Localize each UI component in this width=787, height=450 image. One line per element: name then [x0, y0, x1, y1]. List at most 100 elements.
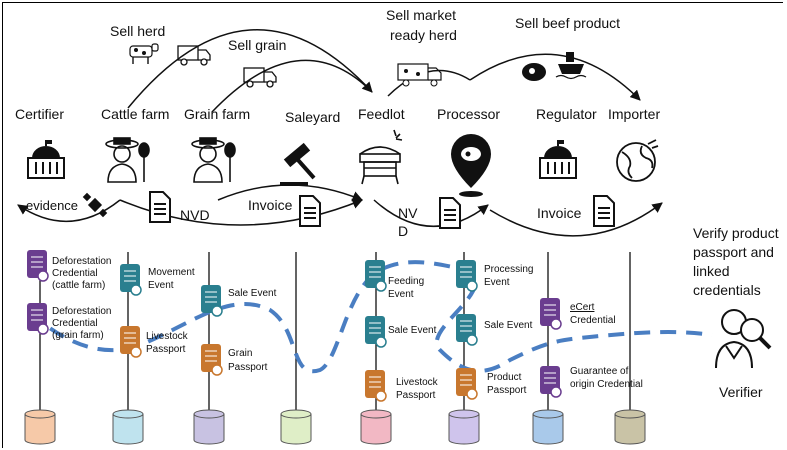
- actor-regulator: Regulator: [536, 106, 597, 122]
- verifier-caption-2: passport and: [693, 244, 774, 260]
- credential-doc-icon: [540, 298, 562, 330]
- location-pin-icon: [451, 134, 491, 197]
- cred-deforestation-grain-2: Credential: [52, 318, 98, 329]
- sell-market-arc: [387, 69, 471, 97]
- verifier-label: Verifier: [719, 384, 763, 400]
- truck-icon: [243, 67, 277, 88]
- actor-processor: Processor: [437, 106, 500, 122]
- cred-livestock-feedlot-1: Livestock: [396, 377, 439, 388]
- meat-icon: [522, 63, 546, 81]
- database-icon: [24, 409, 56, 445]
- document-icon: [593, 195, 615, 227]
- credential-doc-icon: [120, 264, 142, 296]
- sell-herd-label: Sell herd: [110, 23, 165, 39]
- cred-processing-2: Event: [484, 277, 510, 288]
- credential-doc-icon: [365, 370, 387, 402]
- satellite-icon: [82, 192, 108, 218]
- document-icons: [149, 191, 615, 229]
- credential-doc-icon: [365, 260, 387, 292]
- cred-deforestation-cattle-1: Deforestation: [52, 256, 111, 267]
- globe-icon: [616, 139, 659, 182]
- actor-importer: Importer: [608, 106, 660, 122]
- evidence-label: evidence: [26, 198, 78, 213]
- credential-doc-icon: [456, 260, 478, 292]
- sell-beef-label: Sell beef product: [515, 15, 620, 31]
- cred-deforestation-grain-3: (grain farm): [52, 330, 104, 341]
- invoice-arc-2: [489, 202, 663, 237]
- sell-herd-arc: [127, 29, 373, 109]
- verifier-caption-3: linked: [693, 263, 730, 279]
- cred-ecert-2: Credential: [570, 315, 616, 326]
- sell-market-label-2: ready herd: [390, 27, 457, 43]
- credential-doc-icon: [540, 366, 562, 398]
- government-building-icon: [27, 140, 65, 179]
- document-icon: [439, 197, 461, 229]
- credential-doc-icon: [365, 316, 387, 348]
- credential-doc-icon: [456, 314, 478, 346]
- cred-movement-1: Movement: [148, 267, 195, 278]
- gavel-icon: [280, 142, 316, 186]
- government-building-icon: [539, 140, 577, 179]
- database-icon: [280, 409, 312, 445]
- cred-guarantee-2: origin Credential: [570, 379, 643, 390]
- cred-grain-passport-1: Grain: [228, 348, 252, 359]
- credential-labels: Deforestation Credential (cattle farm) D…: [52, 256, 643, 401]
- database-icon: [448, 409, 480, 445]
- cred-ecert-1: eCert: [570, 302, 595, 313]
- cred-deforestation-grain-1: Deforestation: [52, 306, 111, 317]
- evidence-arc: [17, 199, 121, 223]
- feed-trough-icon: [359, 129, 403, 185]
- cred-feeding-2: Event: [388, 289, 414, 300]
- actor-saleyard: Saleyard: [285, 109, 340, 125]
- cred-sale-event-grain: Sale Event: [228, 288, 277, 299]
- cred-sale-event-feedlot: Sale Event: [388, 325, 437, 336]
- nvd-label: NVD: [180, 207, 210, 223]
- cow-icon: [129, 43, 159, 64]
- ledger-databases: [24, 409, 646, 445]
- ship-icon: [555, 52, 587, 80]
- cred-processing-1: Processing: [484, 264, 533, 275]
- document-icon: [149, 191, 171, 223]
- cred-feeding-1: Feeding: [388, 276, 424, 287]
- cred-livestock-feedlot-2: Passport: [396, 390, 436, 401]
- actor-cattle-farm: Cattle farm: [101, 106, 169, 122]
- credential-doc-icon: [201, 285, 223, 317]
- cred-product-2: Passport: [487, 385, 527, 396]
- cred-livestock-1: Livestock: [146, 331, 189, 342]
- database-icon: [614, 409, 646, 445]
- credential-doc-icon: [120, 326, 142, 358]
- cred-movement-2: Event: [148, 280, 174, 291]
- database-icon: [193, 409, 225, 445]
- nvd2-label-2: D: [398, 223, 408, 239]
- sell-beef-arc: [469, 53, 641, 101]
- verifier-caption-4: credentials: [693, 282, 761, 298]
- invoice-label-1: Invoice: [248, 197, 293, 213]
- cred-deforestation-cattle-2: Credential: [52, 268, 98, 279]
- actor-feedlot: Feedlot: [358, 106, 405, 122]
- credential-doc-icon: [201, 344, 223, 376]
- cred-livestock-2: Passport: [146, 344, 186, 355]
- cred-sale-event-proc: Sale Event: [484, 320, 533, 331]
- cred-grain-passport-2: Passport: [228, 362, 268, 373]
- credential-documents: [27, 250, 562, 402]
- actor-certifier: Certifier: [15, 106, 64, 122]
- cred-guarantee-1: Guarantee of: [570, 366, 629, 377]
- cattle-truck-icon: [397, 63, 442, 87]
- credential-doc-icon: [27, 303, 49, 335]
- sell-grain-label: Sell grain: [228, 37, 286, 53]
- database-icon: [532, 409, 564, 445]
- top-flow-arcs: [127, 29, 641, 113]
- credential-doc-icon: [456, 368, 478, 400]
- credential-doc-icon: [27, 250, 49, 282]
- cred-product-1: Product: [487, 372, 522, 383]
- verifier-person-icon: [715, 309, 772, 369]
- nvd2-label-1: NV: [398, 205, 418, 221]
- invoice-label-2: Invoice: [537, 205, 582, 221]
- farmer-icon: [105, 137, 150, 183]
- nvd2-arc: [373, 199, 489, 227]
- actor-grain-farm: Grain farm: [184, 106, 250, 122]
- verifier-caption-1: Verify product: [693, 225, 779, 241]
- farmer-icon: [191, 137, 236, 183]
